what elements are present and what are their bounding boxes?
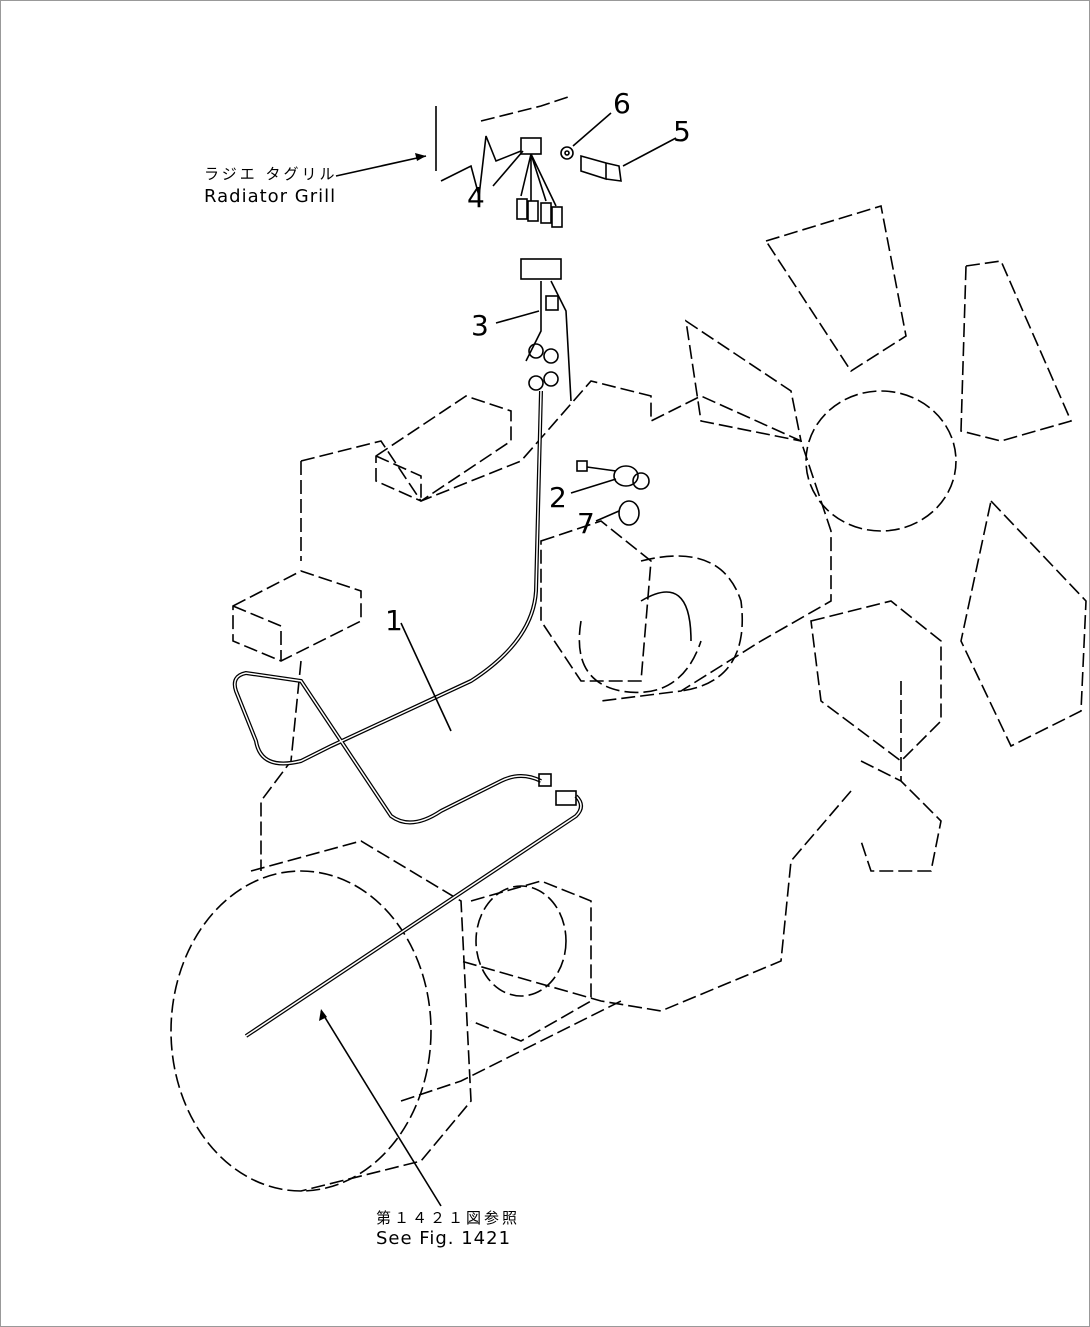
callout-7: 7	[577, 507, 595, 540]
callout-5: 5	[673, 115, 691, 148]
callout-3: 3	[471, 309, 489, 342]
parts-4-5-6	[516, 137, 622, 402]
radiator-grill-sketch	[435, 95, 572, 197]
radiator-grill-label: Radiator Grill	[204, 186, 337, 207]
leader-lines	[319, 112, 677, 1207]
reference-label-jp: 第１４２１図参照	[376, 1209, 521, 1227]
radiator-grill-label-jp: ラジエ タグリル	[204, 165, 338, 183]
fan	[684, 204, 1087, 748]
callout-4: 4	[467, 181, 485, 214]
reference-label: See Fig. 1421	[376, 1228, 512, 1249]
callout-6: 6	[613, 87, 631, 120]
wiring-harness-1	[232, 390, 583, 1038]
callout-1: 1	[385, 604, 403, 637]
parts-2-7	[576, 460, 650, 526]
engine-block	[170, 380, 942, 1192]
callout-2: 2	[549, 481, 567, 514]
